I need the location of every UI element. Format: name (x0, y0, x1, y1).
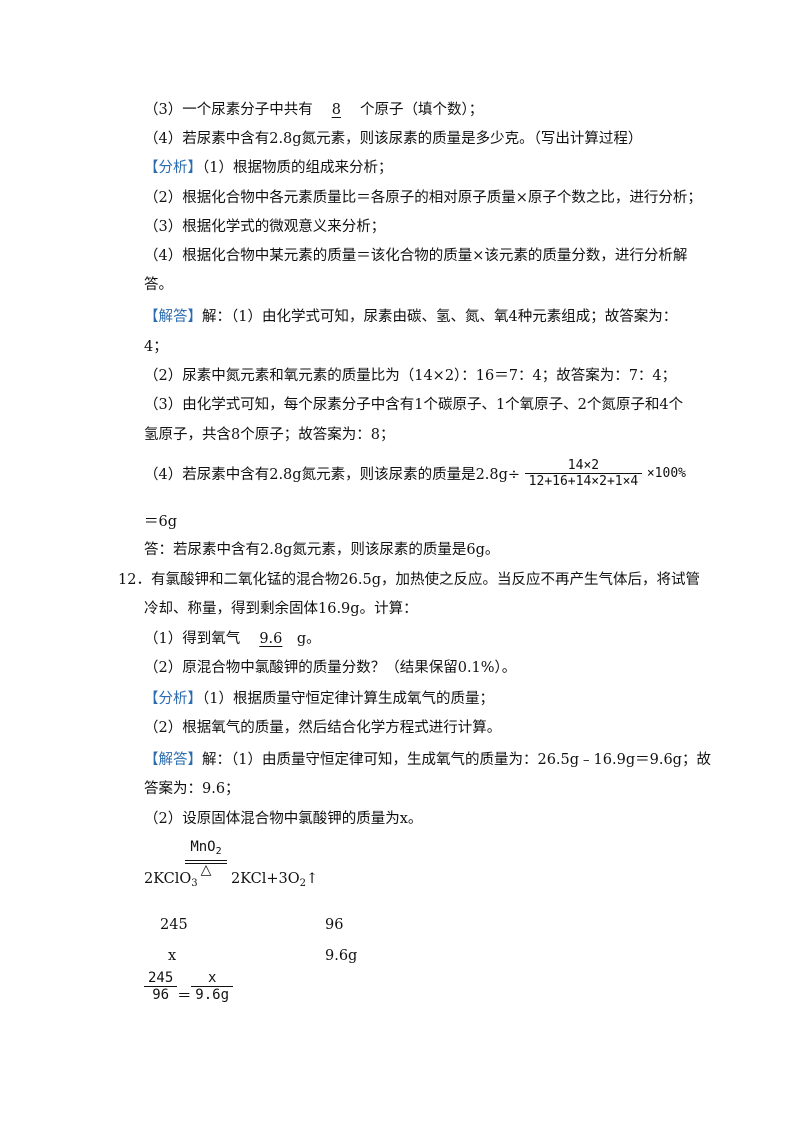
fraction-denominator: 12+16+14×2+1×4 (524, 473, 643, 489)
gas-arrow: ↑ (306, 871, 319, 887)
proportion-right: x 9.6g (191, 970, 234, 1003)
q12-analysis-1: 【分析】（1）根据质量守恒定律计算生成氧气的质量； (144, 689, 494, 709)
proportion-left-num: 245 (148, 970, 174, 986)
q12-part2: （2）原混合物中氯酸钾的质量分数？（结果保留0.1%）。 (144, 660, 517, 676)
reactant: 2KClO3 (144, 869, 198, 894)
q11-analysis-4b: 答。 (144, 277, 173, 293)
proportion-right-den: 9.6g (191, 986, 234, 1003)
proportion-left-den: 96 (144, 986, 178, 1003)
proportion: 245 96 ＝ x 9.6g (144, 970, 234, 1006)
answer-tag: 【解答】 (144, 752, 202, 768)
q11-analysis-4a: （4）根据化合物中某元素的质量＝该化合物的质量×该元素的质量分数，进行分析解 (144, 248, 688, 264)
q12-part1: （1）得到氧气 9.6 g。 (144, 629, 321, 649)
answer-4-text: （4）若尿素中含有2.8g氮元素，则该尿素的质量是2.8g÷ (144, 467, 521, 483)
analysis-tag: 【分析】 (144, 160, 202, 176)
q11-answer-1b: 4； (144, 339, 168, 355)
molar-mass-left: 245 (160, 917, 188, 933)
known-right: 9.6g (325, 948, 358, 964)
proportion-left: 245 96 (144, 970, 178, 1003)
q12-answer-1b: 答案为：9.6； (144, 781, 240, 797)
q12-answer-1a: 【解答】解：（1）由质量守恒定律可知，生成氧气的质量为：26.5g﹣16.9g＝… (144, 750, 711, 770)
q11-answer-4: （4）若尿素中含有2.8g氮元素，则该尿素的质量是2.8g÷ 14×2 12+1… (144, 458, 686, 489)
analysis-text: （1）根据质量守恒定律计算生成氧气的质量； (202, 691, 494, 707)
reactant-formula: 2KClO (144, 871, 192, 887)
q11-part3: （3）一个尿素分子中共有 8 个原子（填个数）； (144, 100, 483, 120)
percent-factor: ×100% (646, 466, 686, 481)
fraction-numerator: 14×2 (567, 458, 600, 473)
reaction-line-top (185, 860, 227, 861)
products-subscript: 2 (299, 878, 307, 889)
q11-part3-suffix: 个原子（填个数）； (359, 102, 484, 118)
q11-answer-2: （2）尿素中氮元素和氧元素的质量比为（14×2）：16＝7：4；故答案为：7：4… (144, 368, 677, 384)
reaction-line-bottom (185, 863, 227, 864)
molar-mass-right: 96 (325, 917, 344, 933)
answer-text: 解：（1）由质量守恒定律可知，生成氧气的质量为：26.5g﹣16.9g＝9.6g… (202, 752, 711, 768)
unknown-left: x (168, 948, 177, 964)
q12-part1-unit: g。 (296, 631, 321, 647)
q12-part1-text: （1）得到氧气 (144, 631, 241, 647)
analysis-text: （1）根据物质的组成来分析； (202, 160, 393, 176)
equals-sign: ＝ (177, 988, 192, 1005)
q11-answer-4-result: ＝6g (144, 514, 178, 530)
q12-stem-b: 冷却、称量，得到剩余固体16.9g。计算： (144, 601, 418, 617)
reaction-catalyst: MnO2 (185, 839, 227, 857)
heat-symbol: △ (200, 862, 212, 878)
analysis-tag: 【分析】 (144, 691, 202, 707)
q11-part4: （4）若尿素中含有2.8g氮元素，则该尿素的质量是多少克。（写出计算过程） (144, 131, 643, 147)
q11-analysis-2: （2）根据化合物中各元素质量比＝各原子的相对原子质量×原子个数之比，进行分析； (144, 190, 702, 206)
q11-answer-3a: （3）由化学式可知，每个尿素分子中含有1个碳原子、1个氧原子、2个氮原子和4个 (144, 397, 684, 413)
reactant-subscript: 3 (191, 878, 198, 889)
products-formula: 2KCl+3O (231, 871, 300, 887)
q11-answer-3b: 氢原子，共含8个原子；故答案为：8； (144, 427, 395, 443)
products: 2KCl+3O2↑ (231, 869, 318, 894)
q12-part1-answer: 9.6 (259, 631, 283, 647)
catalyst-subscript: 2 (215, 846, 222, 857)
q12-stem-a: 12．有氯酸钾和二氧化锰的混合物26.5g，加热使之反应。当反应不再产生气体后，… (118, 570, 700, 590)
q11-analysis-1: 【分析】（1）根据物质的组成来分析； (144, 158, 392, 178)
answer-text: 解：（1）由化学式可知，尿素由碳、氢、氮、氧4种元素组成；故答案为： (202, 309, 678, 325)
mass-fraction: 14×2 12+16+14×2+1×4 (524, 458, 643, 489)
stem-text: 有氯酸钾和二氧化锰的混合物26.5g，加热使之反应。当反应不再产生气体后，将试管 (150, 572, 701, 588)
q11-conclusion: 答：若尿素中含有2.8g氮元素，则该尿素的质量是6g。 (144, 542, 500, 558)
q11-answer-1a: 【解答】解：（1）由化学式可知，尿素由碳、氢、氮、氧4种元素组成；故答案为： (144, 307, 677, 327)
q12-analysis-2: （2）根据氧气的质量，然后结合化学方程式进行计算。 (144, 720, 502, 736)
q11-analysis-3: （3）根据化学式的微观意义来分析； (144, 219, 386, 235)
question-number: 12． (118, 572, 151, 588)
q11-part3-text: （3）一个尿素分子中共有 (144, 102, 313, 118)
catalyst-formula: MnO (190, 839, 216, 855)
answer-tag: 【解答】 (144, 309, 202, 325)
q11-part3-answer: 8 (331, 102, 341, 118)
proportion-right-num: x (207, 970, 217, 986)
q12-answer-2: （2）设原固体混合物中氯酸钾的质量为x。 (144, 811, 423, 827)
